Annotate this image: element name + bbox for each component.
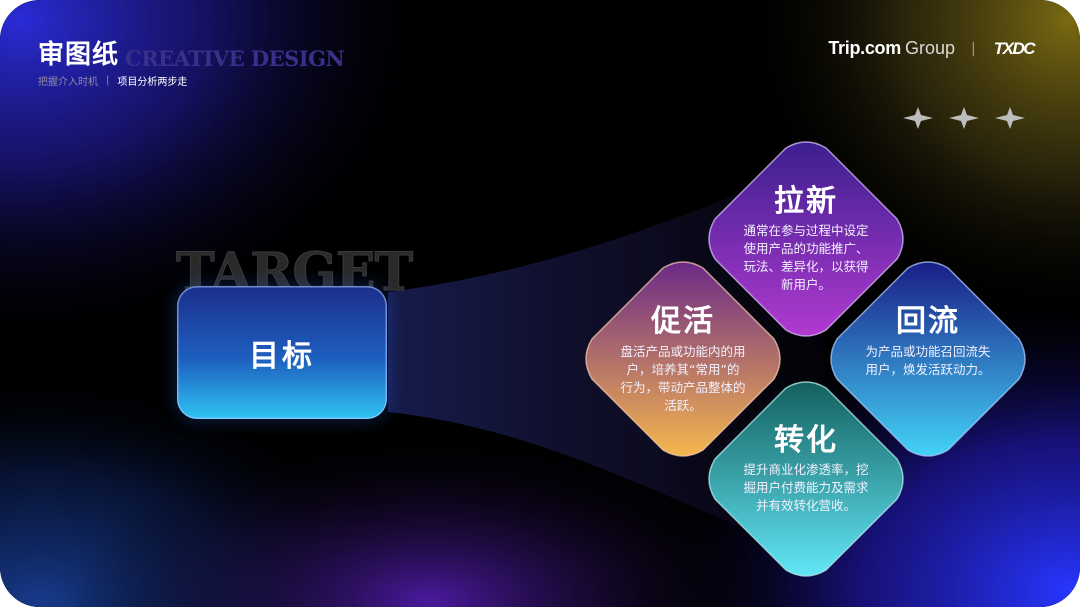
desc-line: 使用产品的功能推广、 [743,241,869,256]
breadcrumb: 把握介入时机 | 项目分析两步走 [38,73,187,88]
desc-line: 行为，带动产品整体的 [620,380,746,395]
card-huiliu-title: 回流 [896,304,960,339]
diamond-shape [585,261,781,457]
desc-line: 玩法、差异化，以获得 [743,259,869,274]
goal-label: 目标 [249,338,315,374]
card-zhuanhua [708,381,904,577]
card-lanew-title: 拉新 [774,184,838,219]
diamond-shape [830,261,1026,457]
diamond-shape [708,141,904,337]
card-lanew [708,141,904,337]
diamond-shape [708,381,904,577]
sparkle-icon [949,107,979,129]
desc-line: 通常在参与过程中设定 [743,223,869,238]
partner-logos: Trip.com Group | TXDC [828,38,1036,59]
sparkle-icon [903,107,933,129]
brand-title: 审图纸 [38,40,120,70]
card-huiliu-desc: 为产品或功能召回流失 用户，焕发活跃动力。 [848,343,1008,379]
sparkle-icon [995,107,1025,129]
desc-line: 提升商业化渗透率，挖 [743,462,869,477]
trip-logo: Trip.com [828,38,901,58]
desc-line: 为产品或功能召回流失 [865,344,991,359]
sparkle-icons [903,107,1025,129]
desc-line: 新用户。 [780,277,831,292]
card-zhuanhua-desc: 提升商业化渗透率，挖 掘用户付费能力及需求 并有效转化营收。 [726,461,886,515]
brand: 审图纸 CREATIVE DESIGN [38,34,345,71]
txdc-logo: TXDC [993,38,1036,58]
desc-line: 掘用户付费能力及需求 [743,480,869,495]
card-lanew-desc: 通常在参与过程中设定 使用产品的功能推广、 玩法、差异化，以获得 新用户。 [726,222,886,294]
logo-divider: | [971,40,976,57]
breadcrumb-separator: | [106,75,110,86]
desc-line: 盘活产品或功能内的用 [620,344,746,359]
card-huiliu [830,261,1026,457]
card-cuhuo-desc: 盘活产品或功能内的用 户，培养其“常用”的 行为，带动产品整体的 活跃。 [603,343,763,415]
brand-subtitle: CREATIVE DESIGN [125,46,345,71]
goal-box: 目标 [177,286,387,419]
desc-line: 用户，焕发活跃动力。 [865,362,991,377]
trip-logo-group: Group [904,38,955,58]
desc-line: 并有效转化营收。 [755,498,856,513]
card-zhuanhua-title: 转化 [774,423,838,458]
breadcrumb-item-2: 项目分析两步走 [117,77,188,88]
desc-line: 户，培养其“常用”的 [626,362,740,377]
card-cuhuo-title: 促活 [651,304,715,339]
breadcrumb-item-1: 把握介入时机 [38,77,98,88]
card-cuhuo [585,261,781,457]
desc-line: 活跃。 [664,398,702,413]
